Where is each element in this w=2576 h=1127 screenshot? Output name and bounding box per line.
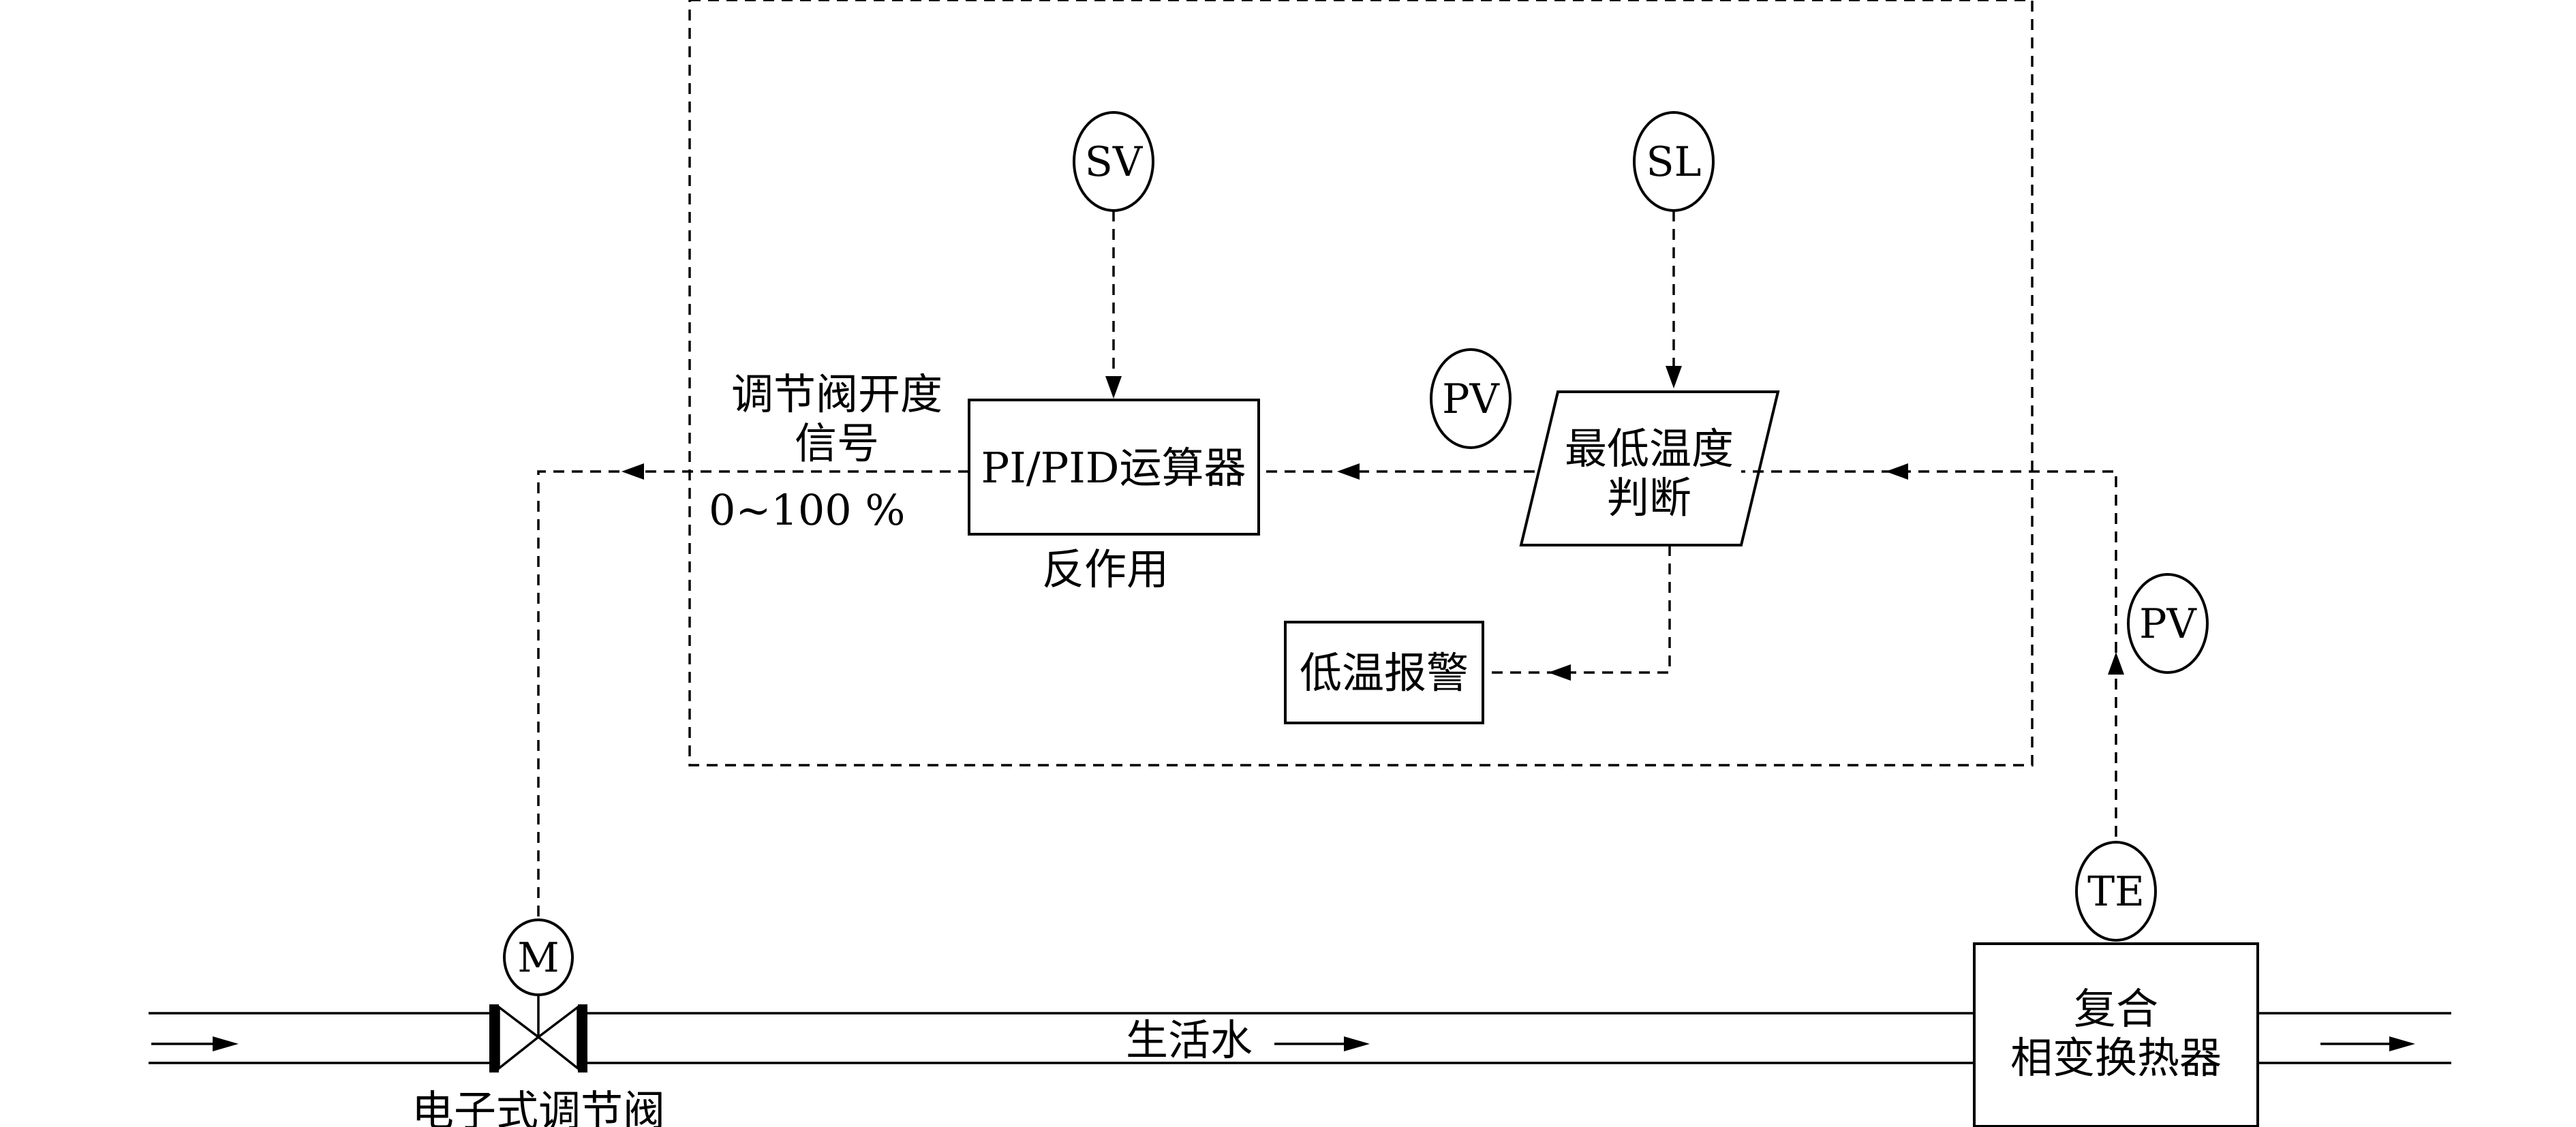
pid-to-valve-line	[537, 470, 969, 923]
sv-to-pid-arrowhead	[1105, 376, 1122, 399]
pid-block: PI/PID运算器	[968, 399, 1260, 536]
pid-to-valve-arrowhead	[622, 463, 644, 480]
signal-label-line2: 信号	[795, 418, 879, 468]
te-to-judge-arrowhead	[1886, 463, 1908, 480]
signal-range-label: 0~100 %	[709, 485, 905, 535]
medium-label: 生活水	[1126, 1015, 1253, 1065]
sl-instrument: SL	[1633, 111, 1715, 212]
judge-to-pid-arrowhead	[1337, 463, 1360, 480]
pv-instrument-right: PV	[2127, 573, 2209, 674]
te-upward-arrowhead	[2108, 652, 2124, 675]
heat-exchanger-block: 复合 相变换热器	[1973, 942, 2259, 1127]
motor-actuator: M	[503, 918, 574, 996]
motor-label: M	[517, 934, 559, 982]
alarm-block: 低温报警	[1284, 621, 1484, 724]
controller-boundary	[688, 0, 2034, 767]
alarm-label: 低温报警	[1300, 648, 1469, 698]
judge-to-alarm-line	[1484, 545, 1671, 674]
min-temp-label-line2: 判断	[1607, 473, 1691, 523]
pid-label: PI/PID运算器	[981, 443, 1246, 493]
min-temp-label-line1: 最低温度	[1565, 424, 1734, 474]
pv-left-label: PV	[1442, 375, 1500, 423]
exchanger-label-line2: 相变换热器	[2010, 1033, 2222, 1083]
judge-to-alarm-arrowhead	[1548, 664, 1571, 681]
sl-label: SL	[1646, 138, 1702, 186]
outlet-flow-arrow	[2320, 1036, 2415, 1051]
min-temp-judge-block: 最低温度 判断	[1519, 390, 1780, 546]
te-label: TE	[2087, 868, 2145, 916]
te-instrument: TE	[2075, 841, 2157, 942]
sv-instrument: SV	[1073, 111, 1154, 212]
sl-to-judge-arrowhead	[1666, 366, 1682, 388]
pv-instrument-left: PV	[1430, 348, 1512, 449]
valve-label: 电子式调节阀	[412, 1086, 665, 1127]
sv-label: SV	[1085, 138, 1144, 186]
control-valve-icon	[489, 1004, 587, 1072]
inlet-flow-arrow	[151, 1036, 239, 1051]
te-to-judge-line	[1741, 470, 2117, 837]
exchanger-label-line1: 复合	[2074, 984, 2158, 1034]
water-pipe	[149, 1012, 2451, 1064]
pid-mode-label: 反作用	[1042, 544, 1169, 594]
pv-right-label: PV	[2139, 600, 2197, 648]
signal-label-line1: 调节阀开度	[731, 369, 942, 419]
medium-flow-arrow	[1274, 1036, 1370, 1051]
